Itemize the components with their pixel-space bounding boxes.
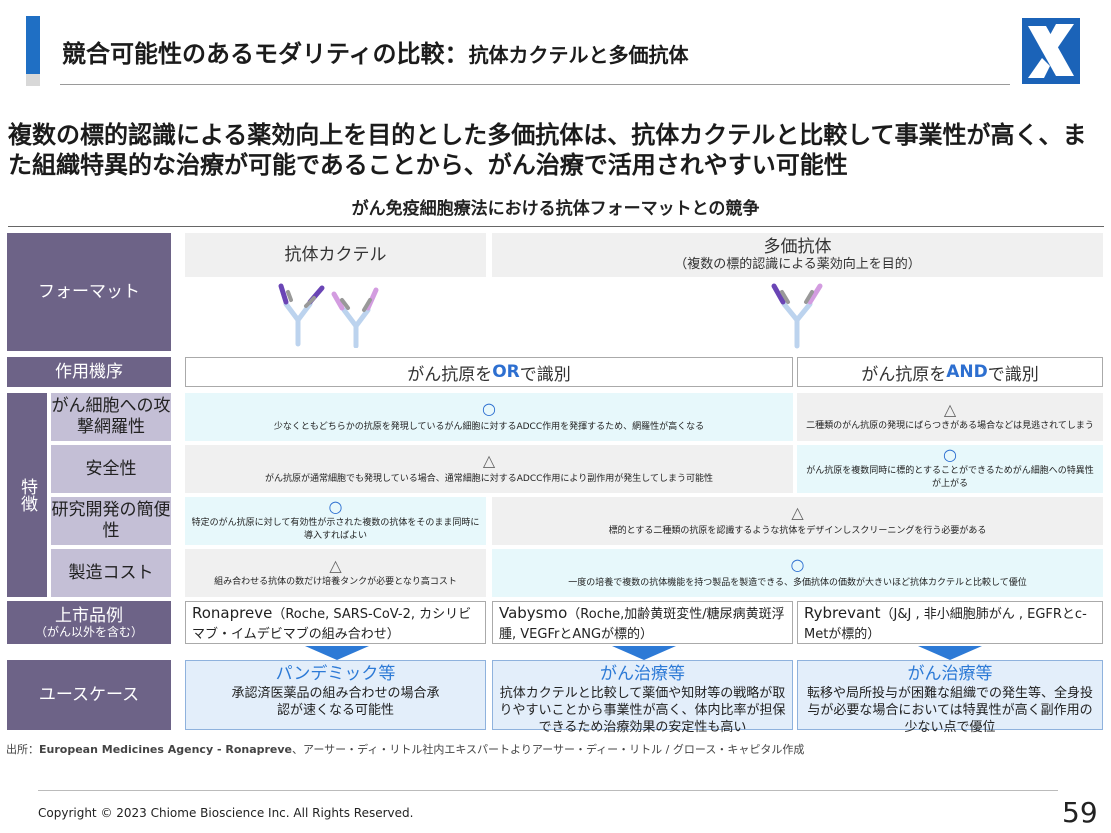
cost-cocktail-cell: △ 組み合わせる抗体の数だけ培養タンクが必要となり高コスト bbox=[185, 549, 486, 597]
label-cost: 製造コスト bbox=[51, 549, 171, 597]
circle-mark-icon: ○ bbox=[328, 497, 343, 516]
usecase-cancer-multi: がん治療等 抗体カクテルと比較して薬価や知財等の戦略が取りやすいことから事業性が… bbox=[492, 660, 793, 735]
company-logo bbox=[1022, 18, 1080, 84]
label-attack: がん細胞への攻撃網羅性 bbox=[51, 393, 171, 441]
label-format: フォーマット bbox=[7, 233, 171, 351]
arrow-down-icon bbox=[305, 646, 369, 660]
triangle-mark-icon: △ bbox=[791, 502, 804, 522]
footer-divider bbox=[38, 790, 1058, 791]
label-research: 研究開発の簡便性 bbox=[51, 497, 171, 545]
headline: 複数の標的認識による薬効向上を目的とした多価抗体は、抗体カクテルと比較して事業性… bbox=[8, 121, 1087, 179]
circle-mark-icon: ○ bbox=[943, 445, 957, 464]
source-note: 出所：European Medicines Agency - Ronapreve… bbox=[6, 743, 805, 756]
title-divider bbox=[60, 84, 1010, 85]
label-safety: 安全性 bbox=[51, 445, 171, 493]
arrow-down-icon bbox=[918, 646, 982, 660]
arrow-down-icon bbox=[612, 646, 676, 660]
triangle-mark-icon: △ bbox=[482, 450, 496, 470]
research-cocktail-cell: ○ 特定のがん抗原に対して有効性が示された複数の抗体をそのまま同時に導入すればよ… bbox=[185, 497, 486, 545]
product-ronapreve: Ronapreve（Roche, SARS-CoV-2, カシリビマブ・イムデビ… bbox=[185, 601, 486, 644]
safety-and-cell: ○ がん抗原を複数同時に標的とすることができるためがん細胞への特異性が上がる bbox=[797, 445, 1103, 493]
circle-mark-icon: ○ bbox=[790, 554, 805, 574]
circle-mark-icon: ○ bbox=[482, 398, 496, 418]
page-title: 競合可能性のあるモダリティの比較：抗体カクテルと多価抗体 bbox=[62, 40, 689, 68]
attack-or-cell: ○ 少なくともどちらかの抗原を発現しているがん細胞に対するADCC作用を発揮する… bbox=[185, 393, 793, 441]
format-multi-title: 多価抗体 （複数の標的認識による薬効向上を目的） bbox=[492, 233, 1103, 277]
triangle-mark-icon: △ bbox=[329, 555, 342, 575]
copyright: Copyright © 2023 Chiome Bioscience Inc. … bbox=[38, 806, 414, 820]
label-products: 上市品例 （がん以外を含む） bbox=[7, 601, 171, 644]
research-multi-cell: △ 標的とする二種類の抗原を認識するような抗体をデザインしスクリーニングを行う必… bbox=[492, 497, 1103, 545]
title-accent-bar-gray bbox=[26, 74, 40, 86]
attack-and-cell: △ 二種類のがん抗原の発現にばらつきがある場合などは見逃されてしまう bbox=[797, 393, 1103, 441]
product-vabysmo: Vabysmo（Roche,加齢黄斑変性/糖尿病黄斑浮腫, VEGFrとANGが… bbox=[492, 601, 793, 644]
page-number: 59 bbox=[1062, 796, 1098, 829]
usecase-pandemic: パンデミック等 承認済医薬品の組み合わせの場合承認が速くなる可能性 bbox=[185, 660, 486, 730]
label-feature: 特徴 bbox=[7, 393, 47, 597]
label-mechanism: 作用機序 bbox=[7, 357, 171, 387]
triangle-mark-icon: △ bbox=[943, 399, 957, 419]
caption-divider bbox=[8, 226, 1104, 227]
antibody-cocktail-icon bbox=[278, 283, 379, 348]
label-usecase: ユースケース bbox=[7, 660, 171, 730]
format-cocktail-title: 抗体カクテル bbox=[185, 233, 486, 277]
product-rybrevant: Rybrevant（J&J , 非小細胞肺がん , EGFRとc-Metが標的） bbox=[797, 601, 1103, 644]
safety-or-cell: △ がん抗原が通常細胞でも発現している場合、通常細胞に対するADCC作用により副… bbox=[185, 445, 793, 493]
title-accent-bar bbox=[26, 16, 40, 74]
antibody-multi-icon bbox=[771, 283, 823, 349]
cost-multi-cell: ○ 一度の培養で複数の抗体機能を持つ製品を製造できる、多価抗体の価数が大きいほど… bbox=[492, 549, 1103, 597]
table-caption: がん免疫細胞療法における抗体フォーマットとの競争 bbox=[351, 199, 760, 219]
usecase-cancer-and: がん治療等 転移や局所投与が困難な組織での発生等、全身投与が必要な場合においては… bbox=[797, 660, 1103, 735]
